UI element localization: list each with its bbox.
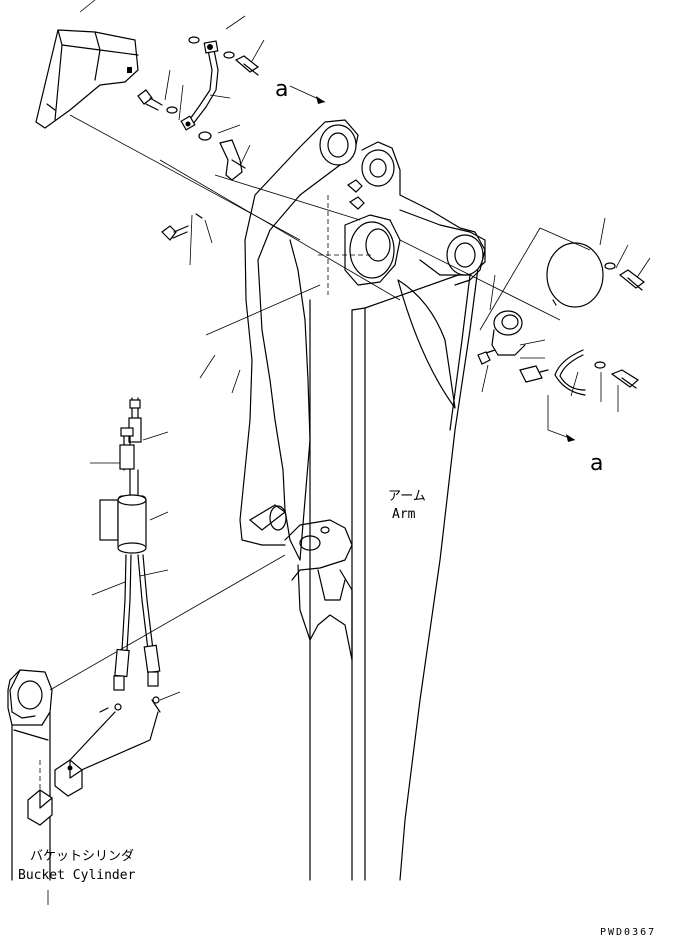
bucket-cylinder [7,669,83,881]
grease-hose-left [69,397,161,776]
view-marker-bottom: a [590,451,603,476]
leader-lines [47,15,651,905]
grease-line-top [137,36,260,241]
drawing-code: PWD0367 [600,927,656,938]
bucket-cylinder-label-en: Bucket Cylinder [18,868,136,883]
arm-label-en: Arm [392,507,416,522]
view-marker-top: a [275,77,288,102]
arm-label-jp: アーム [388,489,426,504]
arm-body [239,119,486,881]
labels: アーム Arm バケットシリンダ Bucket Cylinder a a PWD… [18,77,656,938]
bucket-cylinder-label-jp: バケットシリンダ [30,849,134,864]
right-cover-parts [289,85,645,442]
protector-plate [35,0,139,129]
